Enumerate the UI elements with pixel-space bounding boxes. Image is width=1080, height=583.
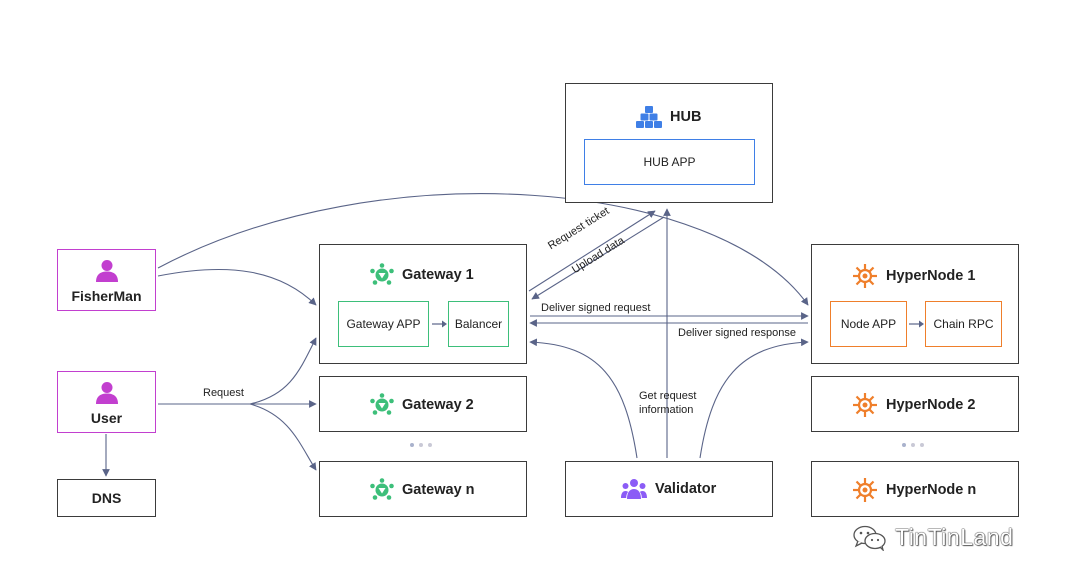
gateway2-node: Gateway 2 — [319, 376, 527, 432]
gateway-logo-icon — [370, 263, 394, 285]
hypernode2-title: HyperNode 2 — [886, 397, 976, 413]
gateway-ellipsis — [410, 443, 432, 447]
gateway1-title: Gateway 1 — [402, 267, 474, 283]
node-app-label: Node APP — [840, 317, 897, 331]
edge-label-request: Request — [203, 387, 244, 399]
edge-label-deliver-request: Deliver signed request — [541, 302, 651, 314]
edge-hub-gateway1-upload — [531, 216, 665, 300]
hub-app-label: HUB APP — [643, 155, 696, 169]
person-icon — [95, 382, 118, 404]
edge-gateway1-hub-ticket — [528, 210, 656, 292]
hub-title: HUB — [670, 109, 702, 125]
group-icon — [621, 479, 647, 499]
wechat-icon — [853, 525, 886, 551]
person-icon — [95, 260, 118, 282]
validator-title-row: Validator — [621, 478, 716, 500]
hypernode-ellipsis — [902, 443, 924, 447]
watermark: TinTinLand — [853, 524, 1013, 551]
hypernode1-node: HyperNode 1 Node APP Chain RPC — [811, 244, 1019, 364]
hypernoden-node: HyperNode n — [811, 461, 1019, 517]
chain-rpc-label: Chain RPC — [933, 317, 994, 331]
gatewayn-title-row: Gateway n — [370, 478, 475, 502]
edge-fisherman-gateway1 — [157, 268, 317, 306]
hypernoden-title: HyperNode n — [886, 482, 977, 498]
gateway-logo-icon — [370, 393, 394, 415]
node-app-box: Node APP — [830, 301, 907, 347]
gateway1-node: Gateway 1 Gateway APP Balancer — [319, 244, 527, 364]
arrow-right-icon — [432, 320, 447, 328]
fisherman-node: FisherMan — [57, 249, 156, 311]
cubes-icon — [636, 106, 662, 128]
gateway2-title-row: Gateway 2 — [370, 393, 474, 417]
hypernode2-title-row: HyperNode 2 — [852, 392, 975, 418]
gateway-app-box: Gateway APP — [338, 301, 429, 347]
hypernode1-title-row: HyperNode 1 — [852, 263, 975, 289]
balancer-box: Balancer — [448, 301, 509, 347]
hypernoden-title-row: HyperNode n — [852, 477, 976, 503]
hypernode-logo-icon — [853, 393, 877, 417]
hub-app-box: HUB APP — [584, 139, 755, 185]
hypernode2-node: HyperNode 2 — [811, 376, 1019, 432]
arrow-right-icon — [909, 320, 924, 328]
user-label: User — [90, 410, 123, 426]
gatewayn-title: Gateway n — [402, 482, 475, 498]
validator-title: Validator — [655, 481, 717, 497]
validator-node: Validator — [565, 461, 773, 517]
balancer-label: Balancer — [454, 317, 503, 331]
watermark-text: TinTinLand — [895, 524, 1014, 550]
edge-label-get-request-2: information — [639, 404, 694, 416]
edge-validator-gateway1 — [529, 338, 638, 459]
edge-user-gatewayn — [249, 403, 317, 471]
dns-node: DNS — [57, 479, 156, 517]
edge-user-gateway1 — [249, 337, 317, 405]
hypernode-logo-icon — [853, 478, 877, 502]
gateway-logo-icon — [370, 478, 394, 500]
gateway1-title-row: Gateway 1 — [370, 263, 474, 287]
user-node: User — [57, 371, 156, 433]
hub-title-row: HUB — [636, 106, 701, 128]
edge-label-get-request-1: Get request — [639, 390, 697, 402]
dns-label: DNS — [91, 490, 122, 506]
edge-label-deliver-response: Deliver signed response — [678, 327, 797, 339]
gateway2-title: Gateway 2 — [402, 397, 474, 413]
gateway-app-label: Gateway APP — [346, 317, 421, 331]
gatewayn-node: Gateway n — [319, 461, 527, 517]
edge-fisherman-hypernode1 — [157, 193, 809, 306]
chain-rpc-box: Chain RPC — [925, 301, 1002, 347]
hub-node: HUB HUB APP — [565, 83, 773, 203]
fisherman-label: FisherMan — [71, 288, 142, 304]
hypernode1-title: HyperNode 1 — [886, 268, 976, 284]
edge-validator-hypernode1 — [699, 338, 809, 459]
hypernode-logo-icon — [853, 264, 877, 288]
